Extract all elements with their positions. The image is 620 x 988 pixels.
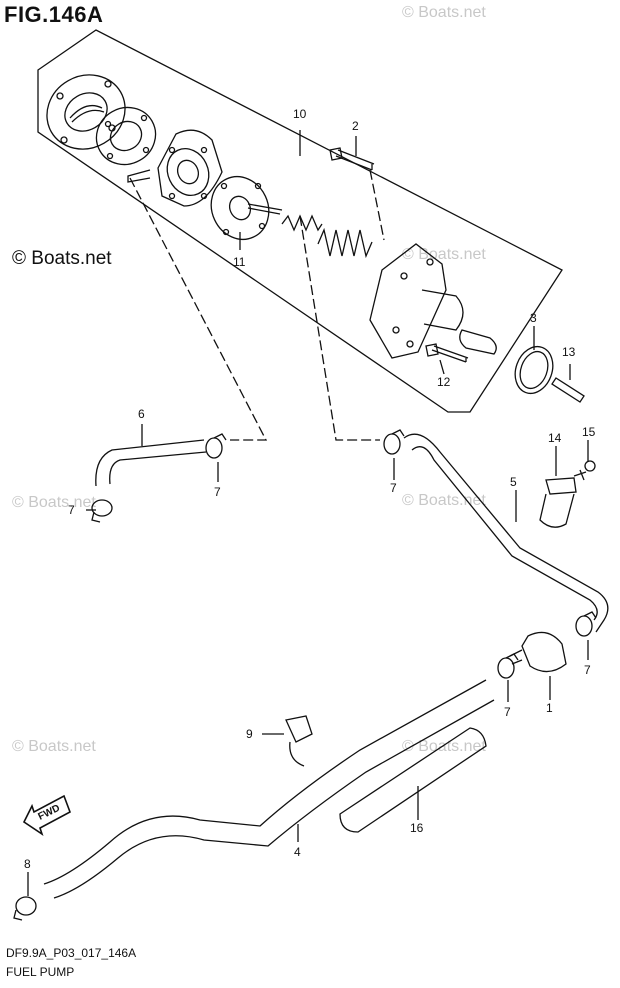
o-ring bbox=[514, 345, 554, 395]
hose-clip bbox=[285, 715, 313, 767]
callout-label: 10 bbox=[293, 107, 307, 121]
callout-label: 12 bbox=[437, 375, 451, 389]
callout-label: 13 bbox=[562, 345, 576, 359]
callout-label: 9 bbox=[246, 727, 253, 741]
pump-diaphragm bbox=[95, 106, 157, 166]
callout-label: 7 bbox=[584, 663, 591, 677]
crank-housing bbox=[369, 243, 464, 359]
pump-cover-plate bbox=[46, 74, 126, 150]
callout-label: 14 bbox=[548, 431, 562, 445]
callout-label: 3 bbox=[530, 311, 537, 325]
bolt-15 bbox=[573, 469, 587, 481]
callout-label: 8 bbox=[24, 857, 31, 871]
callout-label: 15 bbox=[582, 425, 596, 439]
watermark-faint-top: © Boats.net bbox=[402, 4, 486, 21]
callout-label: 16 bbox=[410, 821, 424, 835]
watermark-main: © Boats.net bbox=[12, 248, 112, 269]
watermark-faint-left-low: © Boats.net bbox=[12, 738, 96, 755]
watermark-faint-right-low: © Boats.net bbox=[402, 738, 486, 755]
watermark-faint-left-mid: © Boats.net bbox=[12, 494, 96, 511]
leader-dashed-1 bbox=[129, 177, 268, 441]
figure-code: DF9.9A_P03_017_146A bbox=[6, 946, 137, 960]
large-spring bbox=[317, 227, 373, 259]
pump-body bbox=[127, 129, 223, 207]
drive-pin bbox=[459, 329, 497, 355]
callout-label: 6 bbox=[138, 407, 145, 421]
hose-6 bbox=[95, 439, 205, 487]
leader-dashed-3 bbox=[369, 169, 385, 241]
hose-bracket bbox=[539, 477, 577, 528]
exploded-view-frame bbox=[37, 29, 563, 413]
callout-label: 7 bbox=[504, 705, 511, 719]
watermark-faint-right-mid: © Boats.net bbox=[402, 492, 486, 509]
callout-label: 7 bbox=[390, 481, 397, 495]
hose-clamp bbox=[497, 653, 519, 679]
callout-label: 5 bbox=[510, 475, 517, 489]
hose-clamp bbox=[13, 896, 37, 921]
hose-16 bbox=[339, 727, 487, 833]
hose-5 bbox=[403, 433, 609, 633]
hose-clamp bbox=[383, 429, 405, 455]
diaphragm-rod-assembly bbox=[210, 176, 283, 240]
hose-clamp bbox=[575, 611, 597, 637]
callout-label: 7 bbox=[68, 503, 75, 517]
hose-clamp bbox=[91, 499, 113, 523]
fuel-filter bbox=[509, 631, 567, 673]
bolt-2 bbox=[335, 149, 375, 171]
callout-label: 4 bbox=[294, 845, 301, 859]
forward-arrow: FWD bbox=[22, 794, 71, 836]
figure-caption: FUEL PUMP bbox=[6, 965, 75, 979]
watermark-faint-right: © Boats.net bbox=[402, 246, 486, 263]
callout-label: 7 bbox=[214, 485, 221, 499]
callout-label: 1 bbox=[546, 701, 553, 715]
figure-title: FIG.146A bbox=[4, 2, 104, 27]
leader-dashed-2 bbox=[299, 215, 380, 441]
hose-clamp bbox=[205, 433, 227, 459]
callout-label: 11 bbox=[233, 255, 246, 269]
dowel-pin bbox=[551, 377, 585, 403]
callout-label: 2 bbox=[352, 119, 359, 133]
small-spring bbox=[281, 214, 323, 232]
hose-4 bbox=[43, 679, 487, 885]
